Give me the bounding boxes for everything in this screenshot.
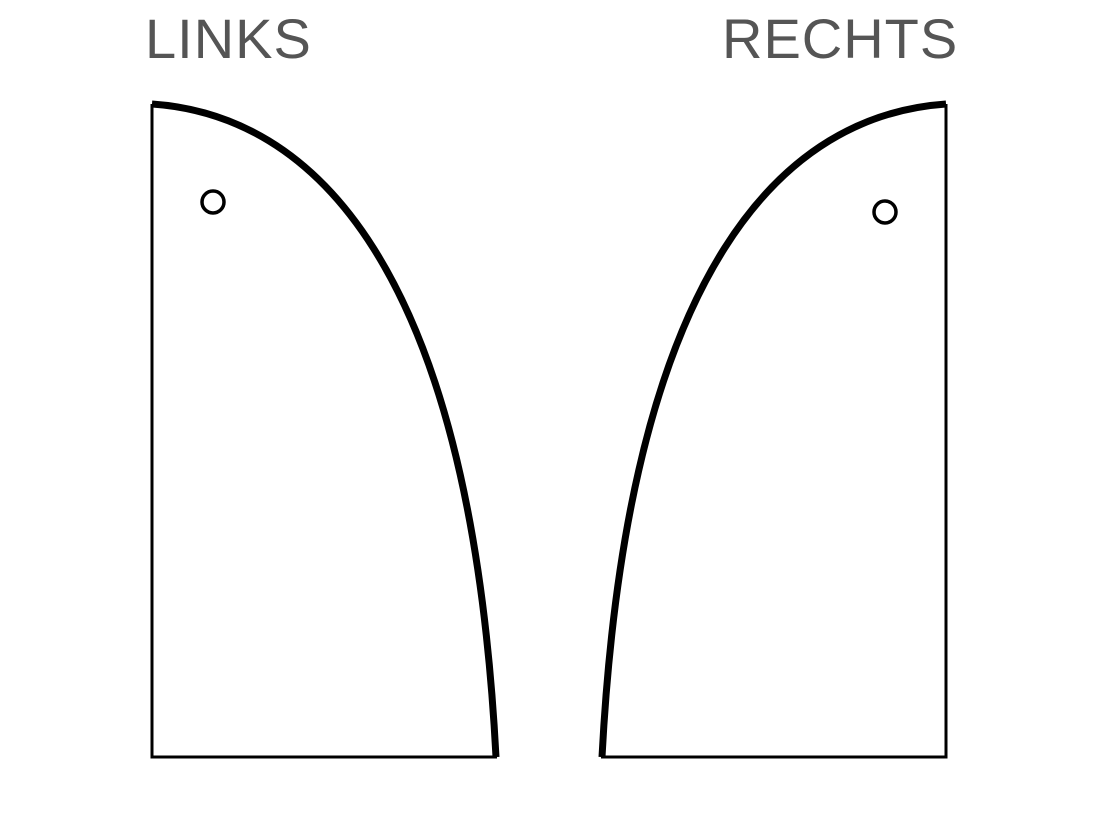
right-panel-curved-edge <box>598 100 947 758</box>
left-hole-icon <box>200 189 226 215</box>
label-left: LINKS <box>145 7 312 70</box>
left-panel-straight-edges <box>150 104 497 759</box>
right-panel-shape <box>598 100 948 759</box>
label-right: RECHTS <box>722 7 959 70</box>
right-panel-straight-edges <box>601 104 948 759</box>
left-panel-curved-edge <box>151 100 500 758</box>
left-panel-shape <box>150 100 500 759</box>
right-hole-icon <box>872 199 898 225</box>
